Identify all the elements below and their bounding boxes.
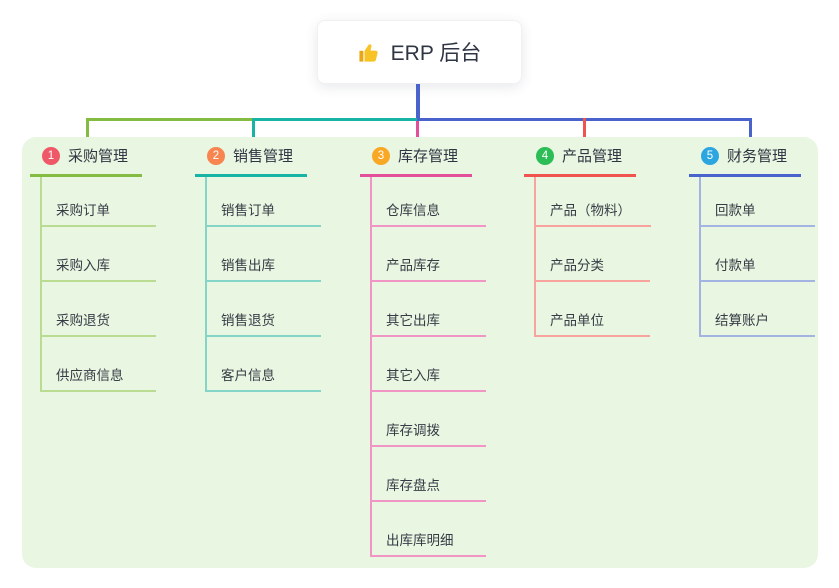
mindmap-item[interactable]: 库存调拨 (372, 392, 486, 447)
mindmap-item[interactable]: 其它入库 (372, 337, 486, 392)
root-connector-stub (416, 84, 420, 121)
branch-item-list: 产品（物料） 产品分类 产品单位 (534, 177, 651, 337)
mindmap-item[interactable]: 供应商信息 (42, 337, 156, 392)
branch-label: 销售管理 (233, 148, 294, 165)
branch-1: 1 采购管理 采购订单 采购入库 采购退货 供应商信息 (30, 145, 156, 392)
item-label: 销售出库 (221, 258, 275, 273)
item-label: 销售退货 (221, 313, 275, 328)
branch-item-list: 仓库信息 产品库存 其它出库 其它入库 库存调拨 库存盘点 出库库明细 (370, 177, 486, 557)
root-label: ERP 后台 (390, 42, 482, 65)
branch-number-badge: 1 (42, 146, 60, 165)
mindmap-item[interactable]: 产品（物料） (536, 177, 651, 227)
mindmap-item[interactable]: 采购订单 (42, 177, 156, 227)
item-label: 产品库存 (386, 258, 440, 273)
item-label: 销售订单 (221, 203, 275, 218)
item-label: 客户信息 (221, 368, 275, 383)
item-label: 仓库信息 (386, 203, 440, 218)
mindmap-item[interactable]: 仓库信息 (372, 177, 486, 227)
branch-label: 产品管理 (562, 148, 623, 165)
branch-leg-4 (583, 118, 586, 150)
mindmap-item[interactable]: 产品分类 (536, 227, 650, 282)
item-label: 出库库明细 (386, 533, 454, 548)
item-label: 回款单 (715, 203, 756, 218)
branch-number-badge: 4 (536, 146, 554, 165)
branch-2: 2 销售管理 销售订单 销售出库 销售退货 客户信息 (195, 145, 321, 392)
branch-item-list: 销售订单 销售出库 销售退货 客户信息 (205, 177, 321, 392)
mindmap-item[interactable]: 其它出库 (372, 282, 486, 337)
branch-label: 财务管理 (727, 148, 788, 165)
item-label: 其它入库 (386, 368, 440, 383)
item-label: 供应商信息 (56, 368, 124, 383)
item-label: 产品（物料） (550, 203, 631, 218)
branch-leg-2 (252, 118, 255, 150)
thumbs-up-icon (359, 43, 378, 62)
mindmap-item[interactable]: 出库库明细 (372, 502, 486, 557)
mindmap-item[interactable]: 库存盘点 (372, 447, 486, 502)
mindmap-item[interactable]: 销售出库 (207, 227, 321, 282)
mindmap-item[interactable]: 销售订单 (207, 177, 321, 227)
mindmap-item[interactable]: 产品库存 (372, 227, 486, 282)
branch-label: 采购管理 (68, 148, 129, 165)
item-label: 结算账户 (715, 313, 769, 328)
branch-leg-3 (416, 121, 419, 150)
mindmap-item[interactable]: 销售退货 (207, 282, 321, 337)
item-label: 库存盘点 (386, 478, 440, 493)
item-label: 采购订单 (56, 203, 110, 218)
bus-segment-left (87, 118, 253, 121)
mindmap-item[interactable]: 付款单 (701, 227, 815, 282)
item-label: 产品分类 (550, 258, 604, 273)
root-node-erp[interactable]: ERP 后台 (317, 20, 522, 84)
branch-header[interactable]: 5 财务管理 (689, 145, 802, 177)
branch-header[interactable]: 4 产品管理 (524, 145, 637, 177)
branch-item-list: 回款单 付款单 结算账户 (699, 177, 815, 337)
branch-leg-1 (86, 118, 89, 150)
bus-segment-mid (253, 118, 417, 121)
branch-header[interactable]: 2 销售管理 (195, 145, 308, 177)
mindmap-item[interactable]: 客户信息 (207, 337, 321, 392)
item-label: 付款单 (715, 258, 756, 273)
item-label: 采购入库 (56, 258, 110, 273)
item-label: 采购退货 (56, 313, 110, 328)
mindmap-item[interactable]: 回款单 (701, 177, 815, 227)
mindmap-item[interactable]: 采购退货 (42, 282, 156, 337)
mindmap-item[interactable]: 产品单位 (536, 282, 650, 337)
item-label: 库存调拨 (386, 423, 440, 438)
branches-panel: 1 采购管理 采购订单 采购入库 采购退货 供应商信息 2 销售管理 销售订单 … (22, 137, 818, 568)
branch-item-list: 采购订单 采购入库 采购退货 供应商信息 (40, 177, 156, 392)
branch-number-badge: 3 (372, 146, 390, 165)
branch-label: 库存管理 (398, 148, 459, 165)
branch-number-badge: 5 (701, 146, 719, 165)
item-label: 产品单位 (550, 313, 604, 328)
mindmap-item[interactable]: 结算账户 (701, 282, 815, 337)
branch-number-badge: 2 (207, 146, 225, 165)
branch-3: 3 库存管理 仓库信息 产品库存 其它出库 其它入库 库存调拨 库存盘点 出库库… (360, 145, 486, 557)
mindmap-item[interactable]: 采购入库 (42, 227, 156, 282)
branch-4: 4 产品管理 产品（物料） 产品分类 产品单位 (524, 145, 651, 337)
branch-leg-5 (749, 118, 752, 150)
branch-5: 5 财务管理 回款单 付款单 结算账户 (689, 145, 815, 337)
item-label: 其它出库 (386, 313, 440, 328)
branch-header[interactable]: 1 采购管理 (30, 145, 143, 177)
branch-header[interactable]: 3 库存管理 (360, 145, 473, 177)
